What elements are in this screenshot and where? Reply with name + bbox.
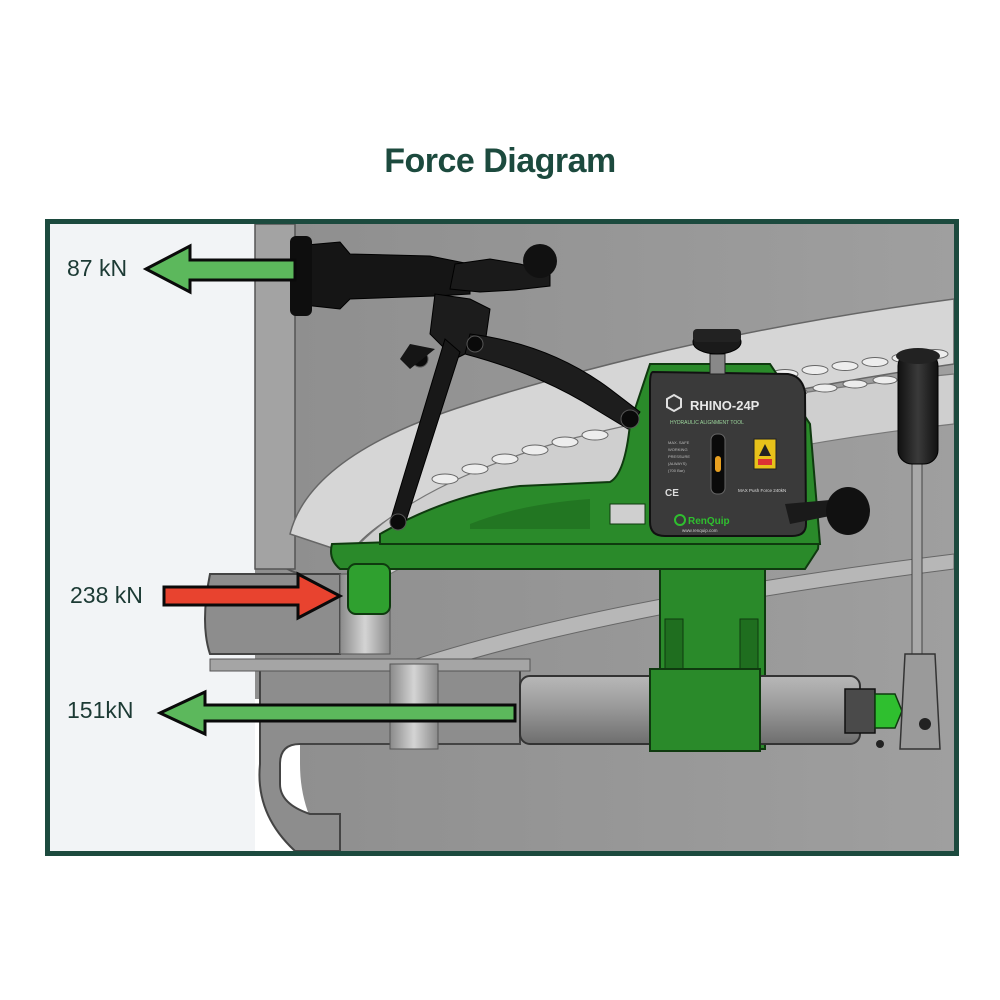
svg-text:CE: CE [665, 488, 679, 499]
force-label-238kn: 238 kN [70, 582, 143, 608]
mechanical-illustration: RHINO-24P HYDRAULIC ALIGNMENT TOOL MAX. … [50, 224, 954, 851]
tool-label-panel [649, 370, 808, 537]
tool-model-text: RHINO-24P [690, 398, 760, 413]
side-knob-icon [826, 487, 870, 535]
hydraulic-fitting [874, 693, 903, 729]
brand-name-text: RenQuip [688, 516, 730, 527]
diagram-frame: RHINO-24P HYDRAULIC ALIGNMENT TOOL MAX. … [45, 219, 959, 856]
clamp-pad [290, 236, 312, 316]
push-foot [347, 563, 391, 615]
force-arrow-238kn [162, 571, 344, 621]
website-text: www.renquip.com [682, 528, 718, 533]
top-knob-icon [523, 244, 557, 278]
force-arrow-151kn [156, 689, 517, 737]
svg-text:MAX. SAFE: MAX. SAFE [668, 440, 690, 445]
cylinder-clamp [649, 668, 761, 752]
force-arrow-87kn [142, 243, 297, 295]
diagram-title: Force Diagram [384, 142, 616, 180]
force-label-87kn: 87 kN [67, 255, 128, 281]
brand-logo-icon [666, 393, 682, 413]
svg-text:WORKING: WORKING [668, 447, 688, 452]
pump-lever [911, 458, 923, 660]
max-force-text: MAX Push Force 240kN [738, 488, 786, 493]
pump-handle-grip [897, 351, 939, 465]
svg-text:PRESSURE: PRESSURE [668, 454, 690, 459]
tool-subtitle-text: HYDRAULIC ALIGNMENT TOOL [670, 420, 744, 426]
svg-text:(ALWAYS): (ALWAYS) [668, 461, 687, 466]
upper-clamp-arm [294, 241, 471, 310]
force-label-151kn: 151kN [67, 697, 134, 723]
svg-text:(700 Bar): (700 Bar) [668, 468, 685, 473]
